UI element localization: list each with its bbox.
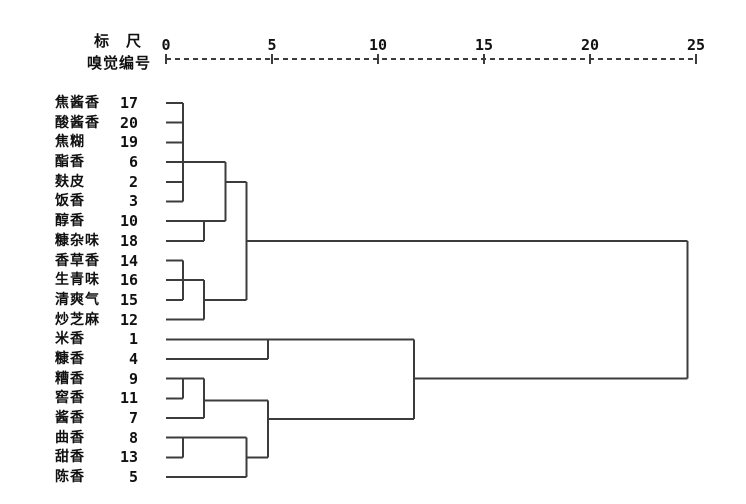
leaf-id: 2 — [128, 172, 138, 191]
leaf-id: 9 — [128, 369, 138, 388]
leaf-row: 糠杂味 18 — [55, 232, 138, 250]
scale-title: 标 尺 — [94, 32, 143, 50]
leaf-row: 酸酱香 20 — [55, 114, 138, 132]
leaf-label: 甜香 — [55, 449, 85, 466]
axis-tick-label: 10 — [368, 36, 388, 54]
leaf-id: 13 — [119, 448, 138, 467]
leaf-row: 饭香 3 — [55, 192, 138, 210]
leaf-id: 14 — [119, 251, 138, 270]
leaf-id: 4 — [128, 349, 138, 368]
axis-tick-label: 0 — [161, 36, 171, 54]
leaf-id: 12 — [119, 310, 138, 329]
leaf-row: 醇香 10 — [55, 212, 138, 230]
leaf-row: 炒芝麻 12 — [55, 311, 138, 329]
leaf-id: 16 — [119, 271, 138, 290]
leaf-row: 酱香 7 — [55, 409, 138, 427]
leaf-label: 醇香 — [55, 213, 85, 230]
axis-tick-label: 15 — [474, 36, 494, 54]
leaf-row: 窖香 11 — [55, 389, 138, 407]
axis-tick-label: 5 — [267, 36, 277, 54]
leaf-label: 陈香 — [55, 469, 85, 486]
leaf-row: 曲香 8 — [55, 429, 138, 447]
leaf-label: 糟香 — [55, 370, 85, 387]
leaf-row: 焦酱香 17 — [55, 94, 138, 112]
leaf-label: 焦糊 — [55, 134, 85, 151]
leaf-label: 窖香 — [55, 390, 85, 407]
leaf-id: 20 — [119, 113, 138, 132]
leaf-id: 18 — [119, 231, 138, 250]
leaf-row: 陈香 5 — [55, 468, 138, 486]
leaf-label: 糠香 — [55, 350, 85, 367]
leaf-label: 生青味 — [55, 272, 100, 289]
leaf-label: 糠杂味 — [55, 232, 100, 249]
axis-tick-label: 25 — [686, 36, 706, 54]
leaf-label: 香草香 — [55, 252, 100, 269]
leaf-row: 糠香 4 — [55, 350, 138, 368]
leaf-row: 甜香 13 — [55, 448, 138, 466]
leaf-label: 炒芝麻 — [55, 311, 100, 328]
leaf-id: 19 — [119, 133, 138, 152]
leaf-row: 生青味 16 — [55, 271, 138, 289]
leaf-id: 11 — [119, 389, 138, 408]
leaf-row: 米香 1 — [55, 330, 138, 348]
leaf-row: 酯香 6 — [55, 153, 138, 171]
leaf-label: 清爽气 — [55, 291, 100, 308]
leaf-label: 米香 — [55, 331, 85, 348]
axis-tick-label: 20 — [580, 36, 600, 54]
leaf-id: 6 — [128, 153, 138, 172]
leaf-id: 10 — [119, 212, 138, 231]
leaf-label: 饭香 — [55, 193, 85, 210]
row-id-title: 嗅觉编号 — [87, 54, 152, 72]
leaf-row: 糟香 9 — [55, 370, 138, 388]
leaf-id: 15 — [119, 290, 138, 309]
leaf-label: 焦酱香 — [55, 95, 100, 111]
leaf-id: 7 — [128, 409, 138, 428]
leaf-id: 17 — [119, 94, 138, 112]
leaf-id: 5 — [128, 468, 138, 487]
leaf-id: 1 — [128, 330, 138, 349]
leaf-label: 酸酱香 — [55, 114, 100, 131]
leaf-row: 香草香 14 — [55, 252, 138, 270]
leaf-label: 曲香 — [55, 429, 85, 446]
leaf-id: 3 — [128, 192, 138, 211]
leaf-label: 麸皮 — [55, 173, 85, 190]
leaf-label: 酯香 — [55, 154, 85, 171]
leaf-row: 清爽气 15 — [55, 291, 138, 309]
leaf-row: 麸皮 2 — [55, 173, 138, 191]
leaf-id: 8 — [128, 428, 138, 447]
leaf-row: 焦糊 19 — [55, 133, 138, 151]
leaf-label: 酱香 — [55, 410, 85, 427]
